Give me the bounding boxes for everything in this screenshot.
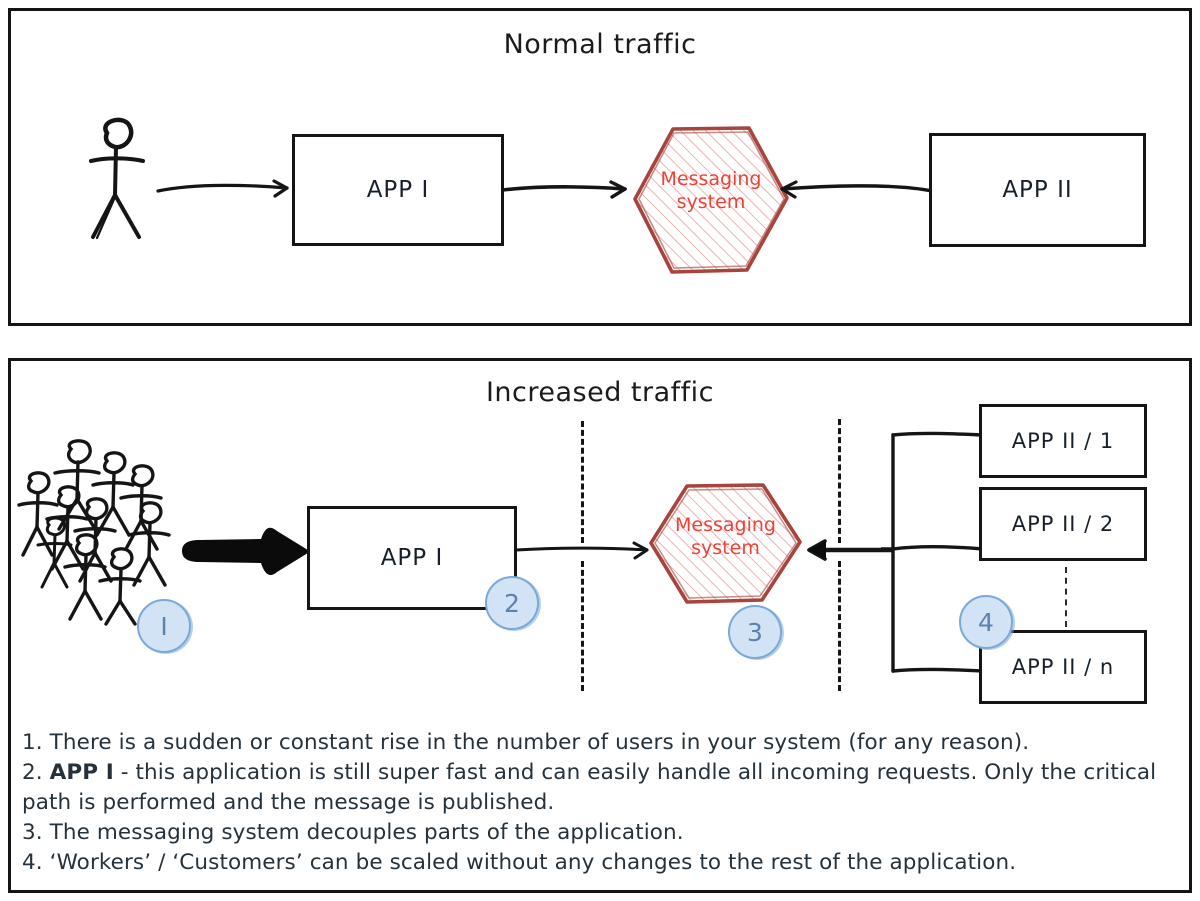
node-label: APP II / 1: [1011, 429, 1115, 453]
badge-step-4: 4: [959, 595, 1013, 649]
explanation-item: 2. APP I - this application is still sup…: [22, 758, 1174, 818]
badge-step-2: 2: [485, 576, 539, 630]
node-label: APP II: [1002, 177, 1073, 203]
arrow-app2-to-messaging: [774, 174, 934, 204]
badge-label: 3: [747, 617, 763, 647]
explanation-item-number: 3.: [22, 820, 43, 845]
arrow-workers-to-messaging: [791, 537, 896, 563]
explanation-item: 1. There is a sudden or constant rise in…: [22, 728, 1174, 758]
node-app-2-instance-1: APP II / 1: [979, 404, 1147, 478]
badge-label: I: [160, 611, 168, 641]
worker-fanout-bus: [879, 421, 991, 695]
crowd-of-users: [17, 439, 189, 626]
explanation-text: - this application is still super fast a…: [22, 760, 1157, 815]
node-label: APP I: [380, 545, 444, 571]
node-app-1-bottom: APP I: [307, 506, 517, 610]
arrow-app1-to-messaging: [501, 174, 637, 204]
arrow-app1-to-messaging-bottom: [514, 537, 659, 563]
panel-title-increased-traffic: Increased traffic: [485, 377, 715, 408]
explanation-text: The messaging system decouples parts of …: [42, 820, 684, 845]
node-app-1-top: APP I: [292, 134, 504, 246]
node-messaging-system-bottom: Messaging system: [643, 476, 808, 611]
badge-step-1: I: [137, 599, 191, 653]
badge-label: 4: [978, 607, 994, 637]
explanation-item-number: 1.: [22, 730, 43, 755]
badge-label: 2: [504, 588, 520, 618]
explanation-item: 4. ‘Workers’ / ‘Customers’ can be scaled…: [22, 848, 1174, 878]
panel-normal-traffic: Normal traffic APP I: [8, 8, 1192, 326]
panel-increased-traffic: Increased traffic: [8, 358, 1192, 893]
node-app-2-instance-2: APP II / 2: [979, 487, 1147, 561]
dashed-divider-left-lower: [581, 561, 584, 691]
arrow-user-to-app1: [156, 173, 301, 203]
stick-figure-user: [79, 111, 159, 241]
dashed-divider-right-upper: [838, 419, 841, 543]
ellipsis-dots-icon: [1065, 567, 1067, 627]
badge-step-3: 3: [728, 605, 782, 659]
explanation-item: 3. The messaging system decouples parts …: [22, 818, 1174, 848]
explanation-item-number: 4.: [22, 850, 43, 875]
node-label: APP II / n: [1011, 655, 1115, 679]
explanation-item-number: 2.: [22, 760, 43, 785]
node-app-2-top: APP II: [929, 133, 1146, 247]
node-label: APP I: [366, 177, 430, 203]
node-label: APP II / 2: [1011, 512, 1115, 536]
panel-title-normal-traffic: Normal traffic: [503, 29, 697, 60]
explanation-emphasis: APP I: [49, 760, 114, 785]
arrow-crowd-to-app1: [177, 521, 312, 581]
explanation-text: [43, 760, 50, 785]
explanation-list: 1. There is a sudden or constant rise in…: [22, 728, 1174, 878]
dashed-divider-left-upper: [581, 421, 584, 543]
dashed-divider-right-lower: [838, 561, 841, 691]
node-messaging-system-top: Messaging system: [627, 116, 795, 284]
node-app-2-instance-n: APP II / n: [979, 630, 1147, 704]
explanation-text: There is a sudden or constant rise in th…: [42, 730, 1030, 755]
explanation-text: ‘Workers’ / ‘Customers’ can be scaled wi…: [42, 850, 1017, 875]
